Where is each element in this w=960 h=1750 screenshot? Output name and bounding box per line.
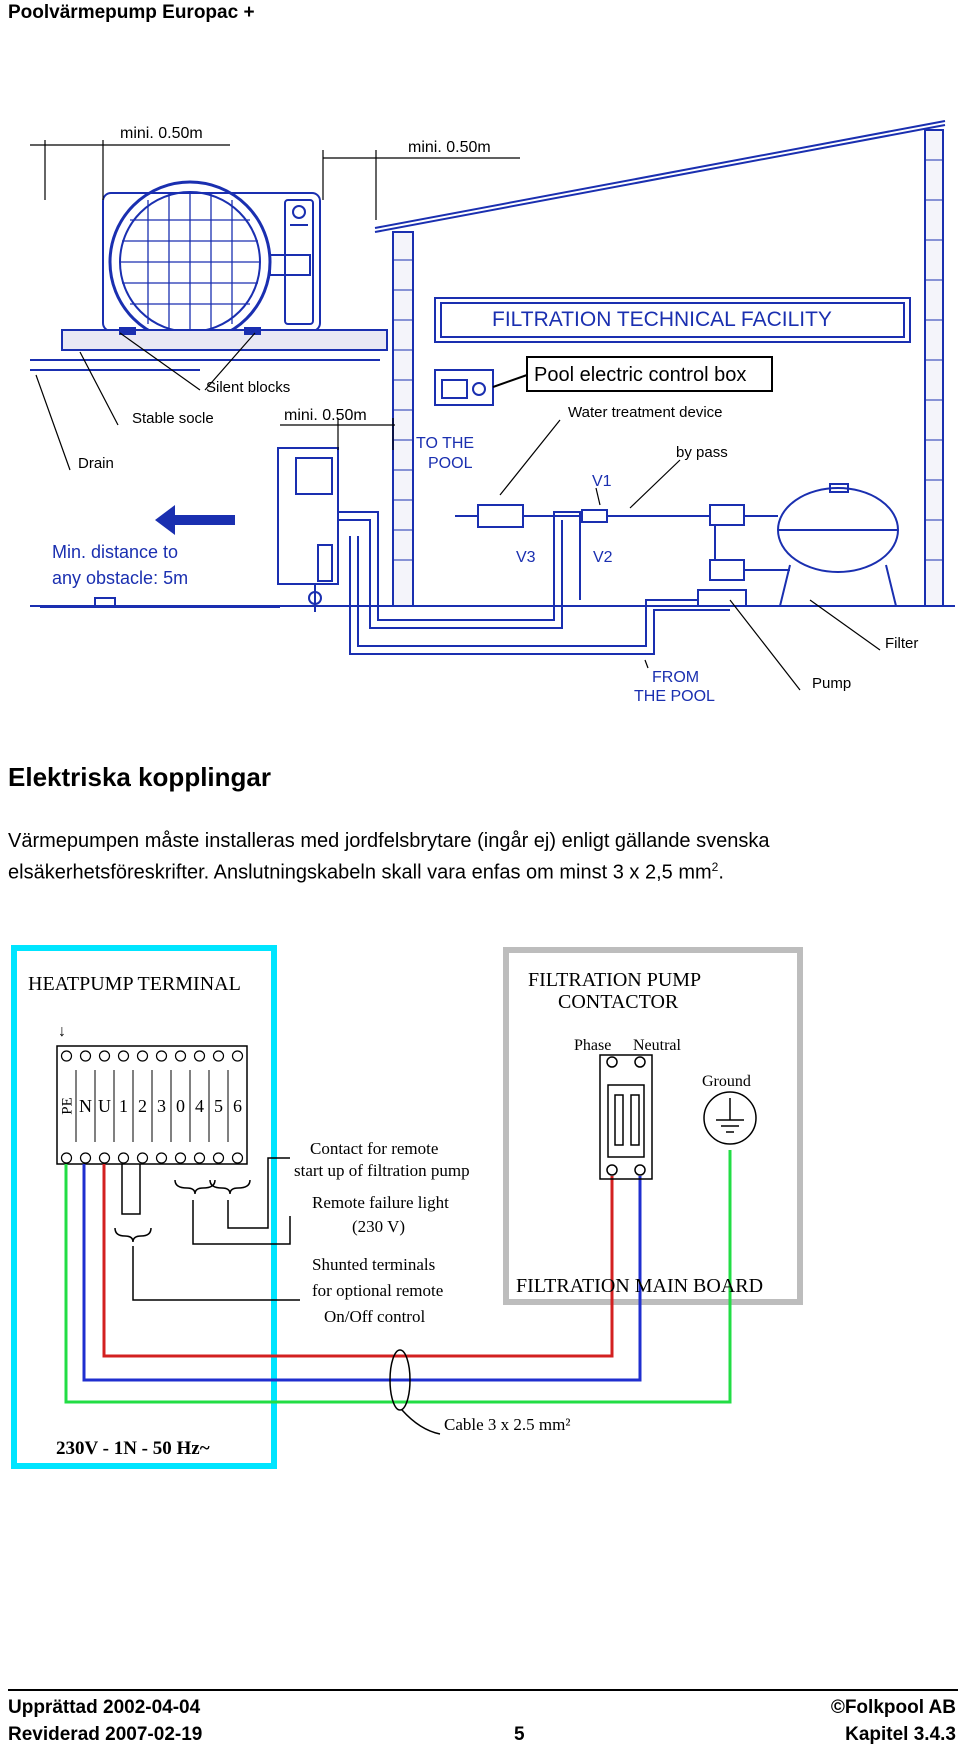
contact-remote-line-2: start up of filtration pump <box>294 1161 470 1180</box>
terminal-screw-bottom <box>174 1152 187 1164</box>
terminal-screw-bottom <box>155 1152 168 1164</box>
ground-label: Ground <box>702 1073 751 1090</box>
paragraph-line-1: Värmepumpen måste installeras med jordfe… <box>8 830 770 852</box>
phase-wire <box>102 1164 614 1358</box>
shunted-line-3: On/Off control <box>324 1307 425 1326</box>
terminal-screw-bottom <box>79 1152 92 1164</box>
neutral-wire <box>82 1164 642 1382</box>
heatpump-terminal-title: HEATPUMP TERMINAL <box>28 973 241 995</box>
control-box-label: Pool electric control box <box>534 364 746 386</box>
contact-remote-line-1: Contact for remote <box>310 1139 438 1158</box>
filtration-contactor-frame <box>503 947 803 1305</box>
contactor-title-2: CONTACTOR <box>558 991 679 1013</box>
terminal-screw-top <box>117 1050 130 1062</box>
section-title: Elektriska kopplingar <box>8 762 271 792</box>
terminal-label: 2 <box>138 1096 147 1116</box>
terminal-label: 4 <box>195 1096 204 1116</box>
water-treatment-label: Water treatment device <box>568 404 723 421</box>
valve-v3-label: V3 <box>516 549 536 566</box>
contactor-title-1: FILTRATION PUMP <box>528 969 701 991</box>
terminal-label: 6 <box>233 1096 242 1116</box>
terminal-screw-bottom <box>136 1152 149 1164</box>
terminal-screw-bottom <box>98 1152 111 1164</box>
to-pool-line-1: TO THE <box>416 435 474 452</box>
terminal-screw-top <box>79 1050 92 1062</box>
terminal-screw-top <box>212 1050 225 1062</box>
paragraph-line-2: elsäkerhetsföreskrifter. Anslutningskabe… <box>8 861 712 884</box>
valve-v1-label: V1 <box>592 473 612 490</box>
terminal-arrow-icon: ↓ <box>58 1023 66 1040</box>
shunted-line-2: for optional remote <box>312 1281 443 1300</box>
valve-v2-label: V2 <box>593 549 613 566</box>
terminal-screw-top <box>231 1050 244 1062</box>
section-paragraph: Värmepumpen måste installeras med jordfe… <box>8 828 948 886</box>
drain-label: Drain <box>78 455 114 472</box>
clearance-label-indoor: mini. 0.50m <box>284 407 367 424</box>
stable-socle <box>61 329 388 351</box>
min-distance-line-1: Min. distance to <box>52 542 178 562</box>
cable-label: Cable 3 x 2.5 mm² <box>444 1415 570 1434</box>
terminal-screw-top <box>98 1050 111 1062</box>
supply-voltage-label: 230V - 1N - 50 Hz~ <box>56 1438 210 1459</box>
min-distance-line-2: any obstacle: 5m <box>52 568 188 588</box>
terminal-screw-top <box>174 1050 187 1062</box>
paragraph-superscript: 2 <box>711 860 719 874</box>
footer-rule <box>8 1689 958 1691</box>
clearance-label-top-left: mini. 0.50m <box>120 125 203 142</box>
terminal-screw-top <box>155 1050 168 1062</box>
neutral-label: Neutral <box>633 1037 682 1054</box>
document-header: Poolvärmepump Europac + <box>8 2 255 23</box>
heatpump-indoor-unit <box>277 447 339 585</box>
wiring-diagram: HEATPUMP TERMINAL FILTRATION PUMP CONTAC… <box>11 945 803 1469</box>
terminal-screw-bottom <box>212 1152 225 1164</box>
facility-title: FILTRATION TECHNICAL FACILITY <box>492 308 832 331</box>
footer-page-number: 5 <box>514 1724 525 1745</box>
cable-bundle-icon <box>389 1349 411 1411</box>
arrow-left-icon <box>155 505 235 535</box>
from-pool-line-2: THE POOL <box>634 688 715 705</box>
ground-icon <box>703 1091 757 1145</box>
ground-wire <box>64 1150 732 1404</box>
installation-diagram: mini. 0.50m mini. 0.50m mini. 0.50m FILT… <box>30 120 955 705</box>
footer-created: Upprättad 2002-04-04 <box>8 1697 201 1718</box>
terminal-label: 3 <box>157 1096 166 1116</box>
terminal-label: 1 <box>119 1096 128 1116</box>
to-pool-line-2: POOL <box>428 455 473 472</box>
terminal-screw-bottom <box>193 1152 206 1164</box>
shunted-line-1: Shunted terminals <box>312 1255 435 1274</box>
heatpump-terminal-frame <box>11 945 277 1469</box>
terminal-label: N <box>79 1096 92 1116</box>
main-board-label: FILTRATION MAIN BOARD <box>516 1275 763 1297</box>
bypass-label: by pass <box>676 444 728 461</box>
terminal-screw-bottom <box>117 1152 130 1164</box>
from-pool-line-1: FROM <box>652 669 699 686</box>
footer-chapter: Kapitel 3.4.3 <box>845 1724 956 1745</box>
stable-socle-label: Stable socle <box>132 410 214 427</box>
terminal-label: 0 <box>176 1096 185 1116</box>
terminal-screw-top <box>136 1050 149 1062</box>
filter-label: Filter <box>885 635 918 652</box>
terminal-label: 5 <box>214 1096 223 1116</box>
terminal-screw-top <box>193 1050 206 1062</box>
silent-blocks-label: Silent blocks <box>206 379 290 396</box>
terminal-label: PE <box>60 1097 76 1115</box>
paragraph-end: . <box>718 861 724 884</box>
terminal-screw-bottom <box>231 1152 244 1164</box>
terminal-screw-bottom <box>60 1152 73 1164</box>
footer-revised: Reviderad 2007-02-19 <box>8 1724 203 1745</box>
failure-light-line-1: Remote failure light <box>312 1193 449 1212</box>
terminal-label: U <box>98 1096 111 1116</box>
failure-light-line-2: (230 V) <box>352 1217 405 1236</box>
phase-label: Phase <box>574 1037 611 1054</box>
footer-company: ©Folkpool AB <box>830 1697 956 1718</box>
pump-label: Pump <box>812 675 851 692</box>
clearance-label-top-right: mini. 0.50m <box>408 139 491 156</box>
terminal-screw-top <box>60 1050 73 1062</box>
